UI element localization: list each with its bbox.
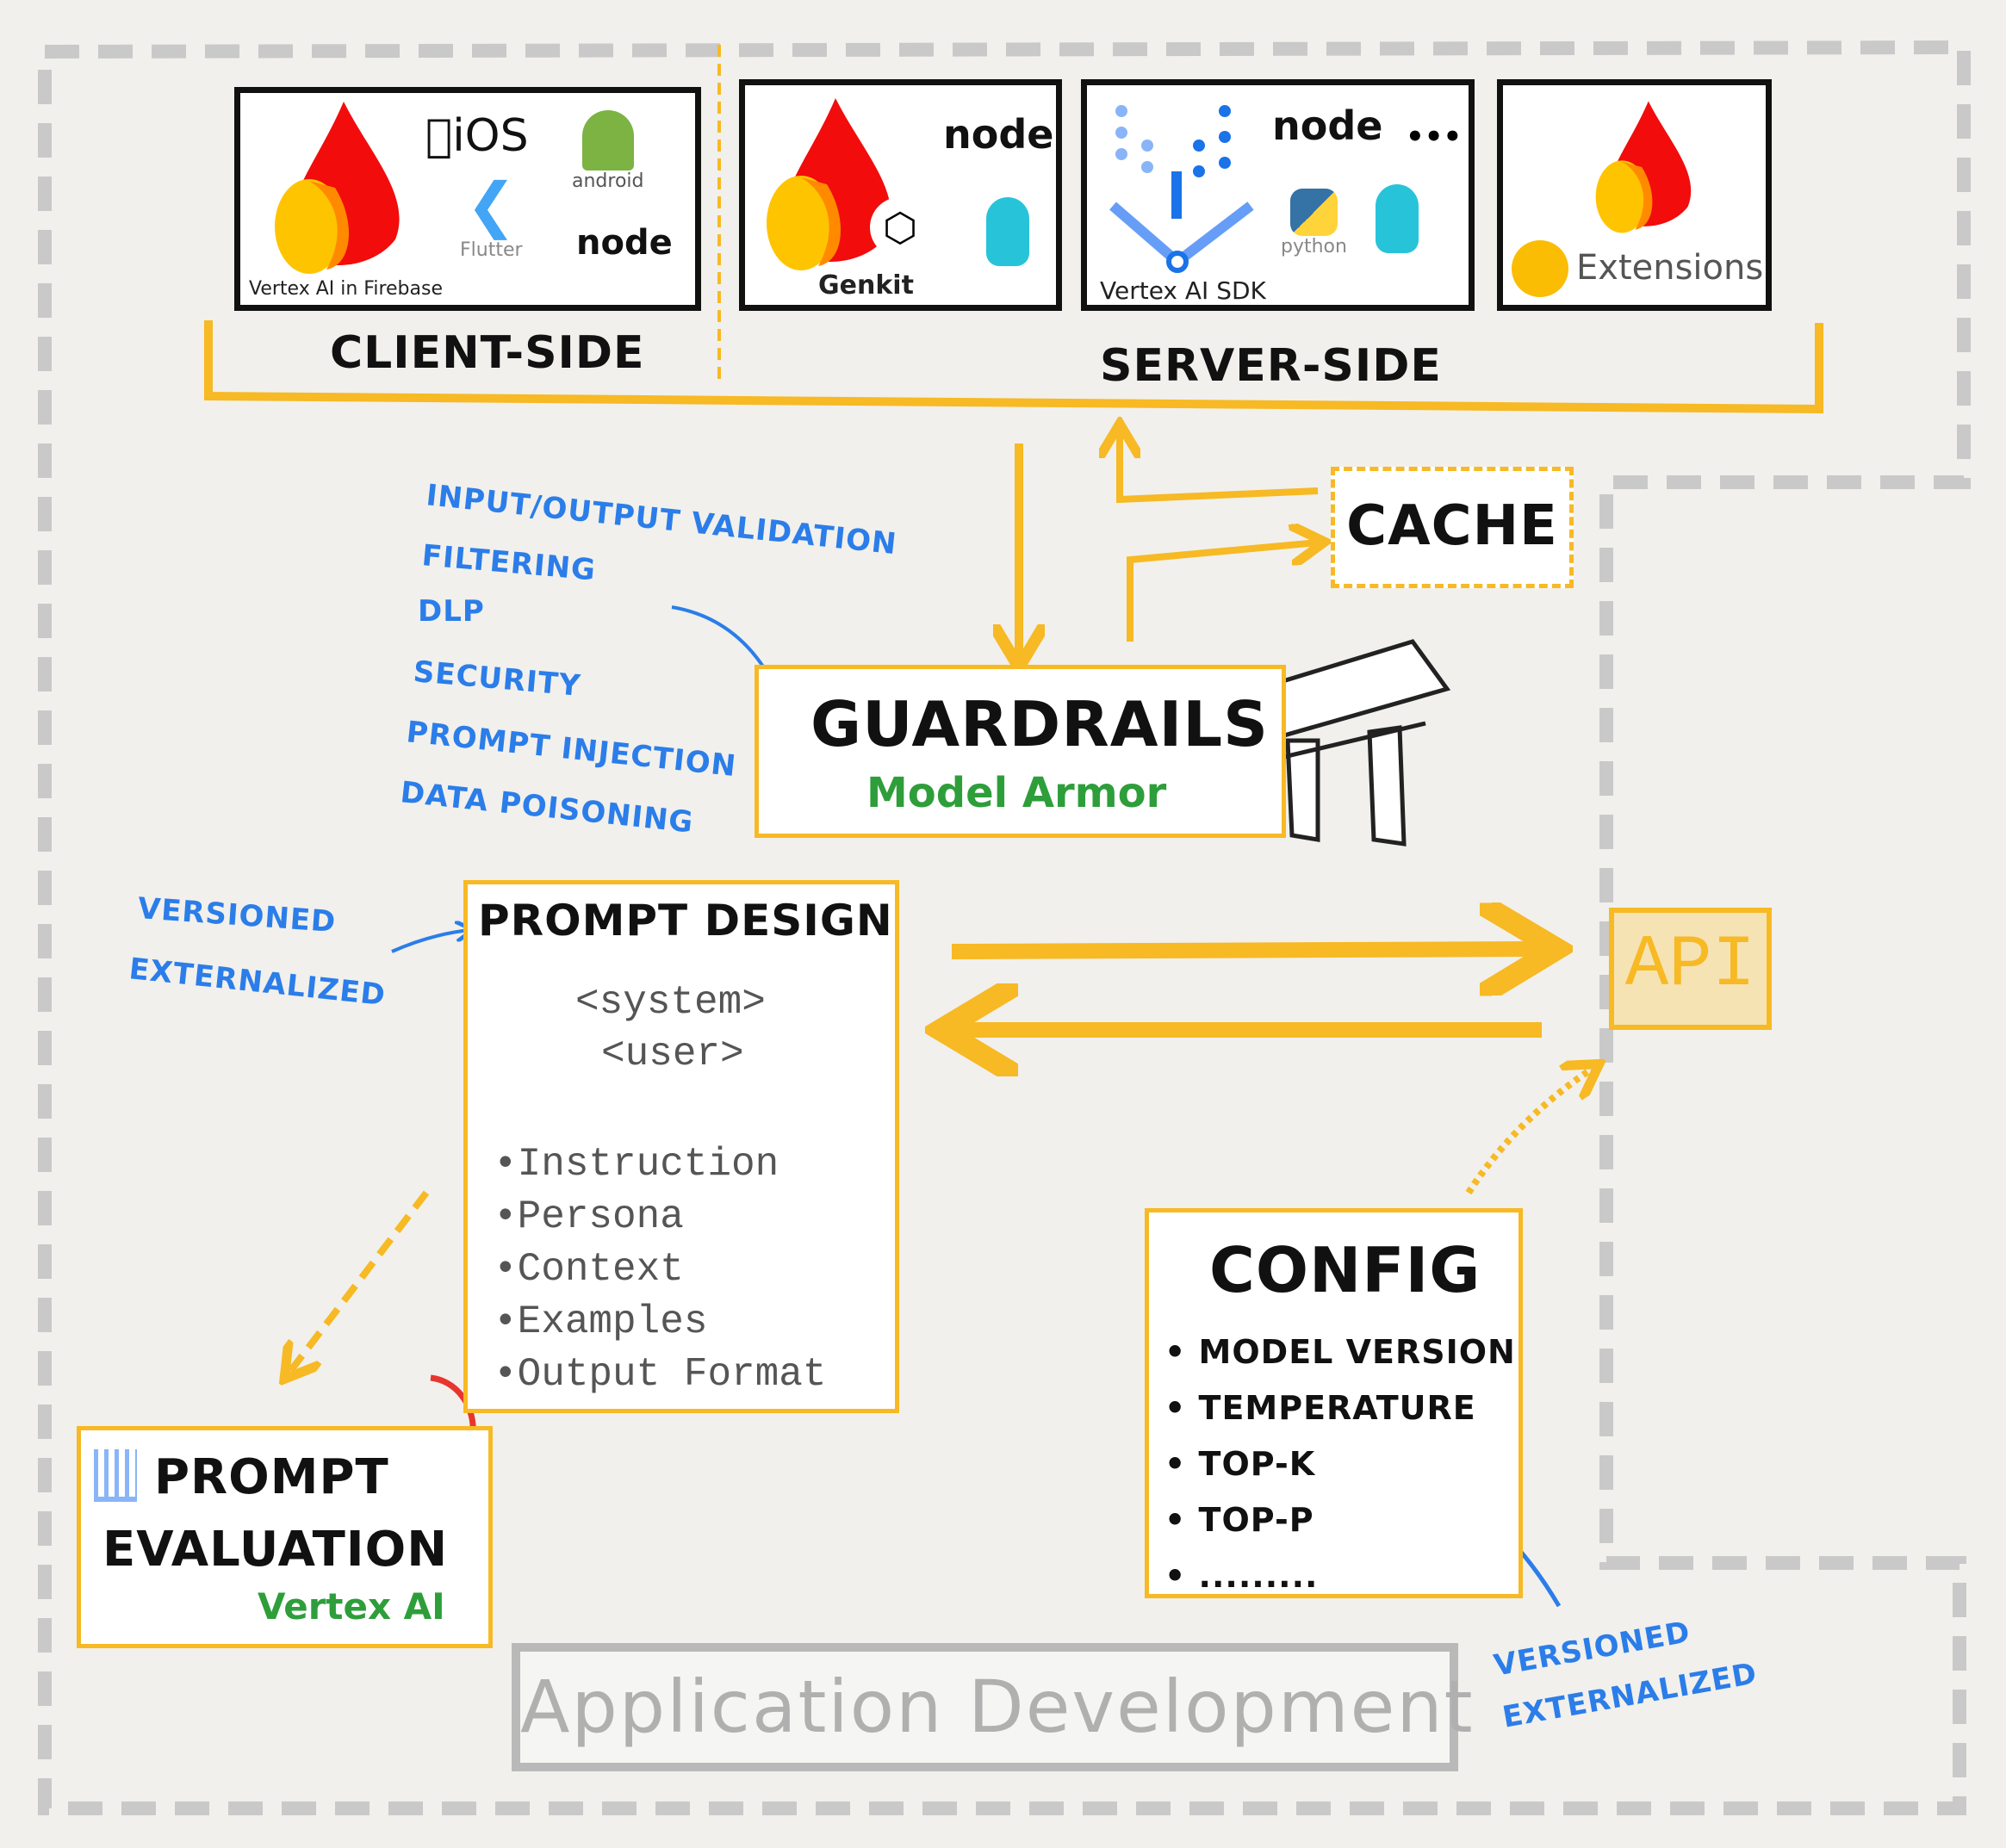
server-side-label: SERVER-SIDE bbox=[1100, 340, 1442, 392]
note-item: DLP bbox=[418, 594, 485, 629]
vertex-ai-sdk-caption: Vertex AI SDK bbox=[1100, 276, 1266, 305]
prompt-evaluation-box: PROMPT EVALUATION Vertex AI bbox=[77, 1426, 493, 1648]
guardrails-title: GUARDRAILS bbox=[810, 688, 1269, 760]
arrow-notes-to-design bbox=[391, 930, 469, 953]
list-item: •Instruction bbox=[494, 1142, 779, 1187]
android-robot-icon bbox=[581, 110, 634, 171]
nodejs-logo: node bbox=[943, 111, 1054, 158]
list-item: •Persona bbox=[494, 1194, 684, 1239]
arch-gate-icon bbox=[1255, 639, 1451, 846]
genkit-card: ⬡ node Genkit bbox=[739, 79, 1062, 311]
genkit-caption: Genkit bbox=[818, 270, 914, 301]
client-side-card: iOS android ❮ Flutter node Vertex AI in… bbox=[234, 87, 701, 311]
config-title: CONFIG bbox=[1209, 1234, 1481, 1306]
list-item: •Context bbox=[494, 1247, 684, 1292]
firebase-flame-icon bbox=[275, 102, 400, 274]
application-development-banner: Application Development bbox=[512, 1643, 1475, 1771]
prompt-evaluation-title-2: EVALUATION bbox=[102, 1522, 449, 1578]
go-gopher-icon bbox=[986, 197, 1029, 266]
arrow-config-to-api bbox=[1465, 1068, 1593, 1195]
list-item: • TEMPERATURE bbox=[1164, 1389, 1476, 1427]
list-item: • TOP-P bbox=[1164, 1501, 1314, 1539]
flutter-logo: ❮ Flutter bbox=[460, 170, 523, 261]
arrow-guardrails-to-cache bbox=[1127, 543, 1318, 642]
api-label: API bbox=[1624, 925, 1756, 1007]
prompt-design-title: PROMPT DESIGN bbox=[478, 896, 893, 946]
model-armor-subtitle: Model Armor bbox=[866, 769, 1167, 817]
guardrails-box: GUARDRAILS Model Armor bbox=[755, 665, 1286, 838]
cache-label: CACHE bbox=[1346, 494, 1558, 558]
genkit-icon: ⬡ bbox=[870, 197, 930, 257]
vertex-ai-subtitle: Vertex AI bbox=[258, 1585, 445, 1628]
user-tag: <user> bbox=[601, 1032, 744, 1076]
android-logo: android bbox=[572, 110, 644, 192]
apple-icon:  bbox=[425, 110, 452, 162]
nodejs-logo: node bbox=[1272, 102, 1383, 149]
vertex-ai-icon bbox=[94, 1449, 137, 1502]
vertex-ai-in-firebase-caption: Vertex AI in Firebase bbox=[249, 278, 443, 300]
outer-dashed-border bbox=[38, 40, 1971, 1815]
python-icon bbox=[1289, 189, 1338, 236]
python-logo: python bbox=[1281, 189, 1347, 257]
prompt-components-list: •Instruction •Persona •Context •Examples… bbox=[494, 1138, 826, 1401]
sides-bracket bbox=[204, 320, 1823, 414]
list-item: • MODEL VERSION bbox=[1164, 1333, 1516, 1371]
config-list: • MODEL VERSION • TEMPERATURE • TOP-K • … bbox=[1164, 1324, 1516, 1604]
go-gopher-icon bbox=[1376, 184, 1419, 253]
firebase-flame-icon bbox=[767, 98, 891, 270]
application-development-label: Application Development bbox=[520, 1665, 1475, 1749]
list-item: •Output Format bbox=[494, 1352, 827, 1397]
list-item: • ......... bbox=[1164, 1557, 1319, 1595]
prompt-design-box: PROMPT DESIGN <system> <user> •Instructi… bbox=[463, 880, 899, 1413]
extensions-puzzle-icon bbox=[1512, 240, 1568, 297]
more-languages-icon: ••• bbox=[1406, 120, 1463, 154]
extensions-card: Extensions bbox=[1497, 79, 1772, 311]
prompt-evaluation-title-1: PROMPT bbox=[154, 1449, 389, 1505]
client-side-label: CLIENT-SIDE bbox=[330, 327, 645, 379]
api-box: API bbox=[1609, 908, 1772, 1030]
system-tag: <system> bbox=[575, 980, 766, 1025]
extensions-caption: Extensions bbox=[1576, 248, 1764, 288]
vertex-ai-sdk-card: node ••• python Vertex AI SDK bbox=[1081, 79, 1475, 311]
nodejs-logo: node bbox=[576, 223, 673, 263]
arrow-design-to-eval bbox=[289, 1190, 430, 1374]
flutter-icon: ❮ bbox=[465, 170, 517, 240]
apple-ios-logo: iOS bbox=[425, 110, 529, 162]
list-item: • TOP-K bbox=[1164, 1445, 1316, 1483]
vertex-ai-icon bbox=[1109, 105, 1254, 273]
list-item: •Examples bbox=[494, 1299, 708, 1344]
firebase-flame-icon bbox=[1595, 101, 1692, 233]
config-box: CONFIG • MODEL VERSION • TEMPERATURE • T… bbox=[1145, 1208, 1523, 1598]
cache-box: CACHE bbox=[1331, 467, 1574, 588]
arrow-cache-to-server bbox=[1120, 431, 1319, 504]
arrow-to-api bbox=[951, 949, 1542, 952]
